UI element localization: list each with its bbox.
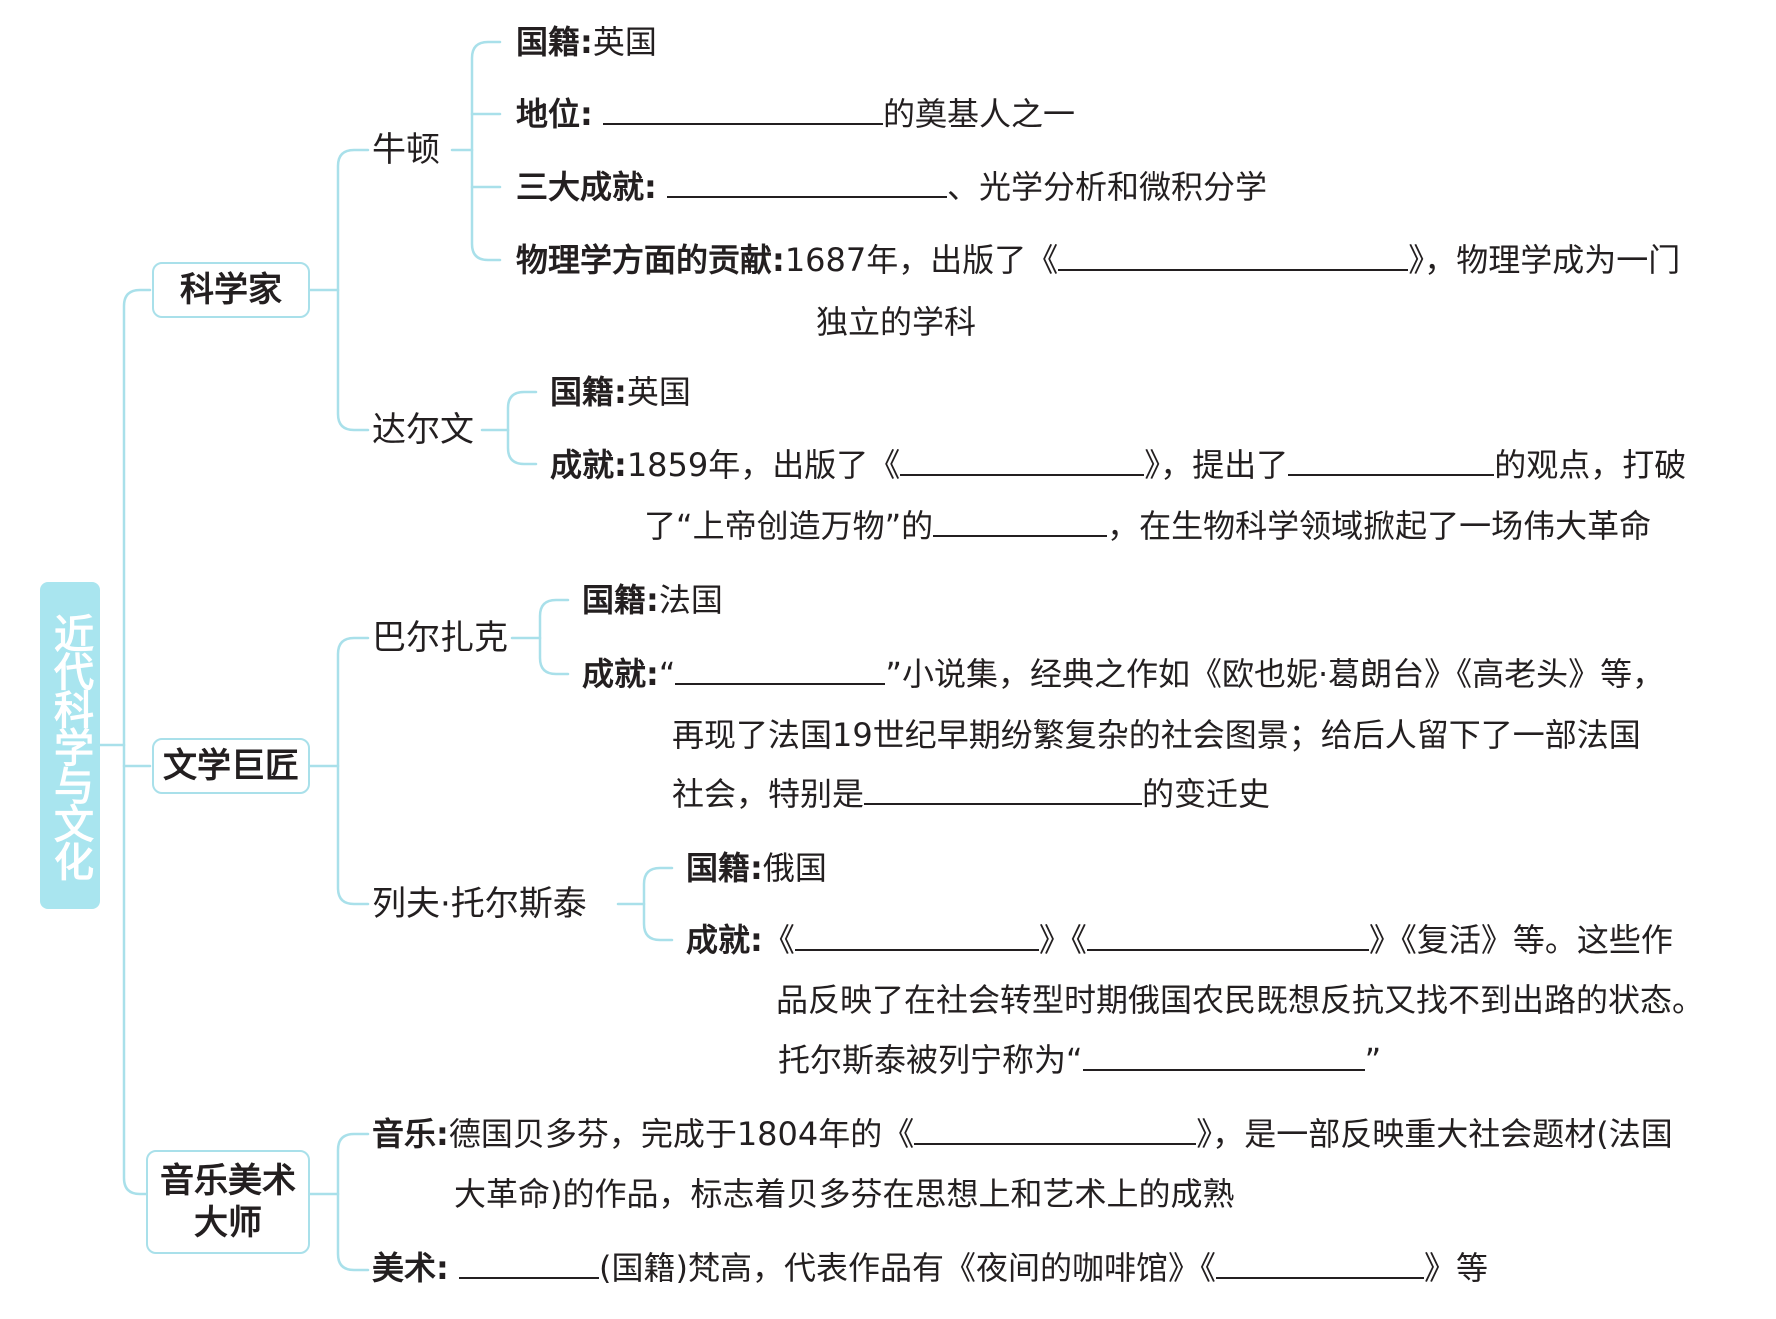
darwin-blank-theory[interactable] — [1288, 444, 1495, 476]
branch-literature-label: 文学巨匠 — [163, 746, 299, 786]
arts-fine-art-text-a: (国籍)梵高，代表作品有《夜间的咖啡馆》《 — [598, 1249, 1216, 1287]
newton-achievements: 三大成就: 、光学分析和微积分学 — [516, 166, 1267, 206]
tolstoy-blank-work1[interactable] — [794, 919, 1039, 951]
newton-physics-text-b: 》，物理学成为一门 — [1408, 241, 1681, 279]
darwin-blank-idea[interactable] — [933, 505, 1108, 537]
newton-status-suffix: 的奠基人之一 — [882, 95, 1075, 133]
newton-physics-blank[interactable] — [1058, 239, 1409, 271]
arts-fine-art: 美术: (国籍)梵高，代表作品有《夜间的咖啡馆》《》等 — [372, 1247, 1488, 1287]
node-darwin: 达尔文 — [372, 410, 474, 450]
balzac-achievements-line2: 再现了法国19世纪早期纷繁复杂的社会图景；给后人留下了一部法国 — [672, 716, 1641, 754]
darwin-achievements-label: 成就 — [550, 446, 615, 484]
darwin-nationality-label: 国籍 — [550, 373, 615, 411]
balzac-nationality-label: 国籍 — [582, 581, 647, 619]
tolstoy-blank-work2[interactable] — [1086, 919, 1369, 951]
tolstoy-nationality-label: 国籍 — [686, 849, 751, 887]
tolstoy-text-f: ” — [1364, 1041, 1382, 1079]
node-balzac: 巴尔扎克 — [372, 618, 508, 658]
darwin-achievements-line2: 了“上帝创造万物”的 ，在生物科学领域掀起了一场伟大革命 — [644, 504, 1651, 548]
darwin-text-c: 的观点，打破 — [1494, 446, 1687, 484]
darwin-nationality: 国籍:英国 — [550, 373, 691, 411]
balzac-text-d: 社会，特别是 — [672, 775, 865, 813]
darwin-blank-book[interactable] — [900, 444, 1145, 476]
tolstoy-blank-title[interactable] — [1082, 1039, 1365, 1071]
newton-physics-text-a: 1687年，出版了《 — [784, 241, 1059, 279]
balzac-text-b: ”小说集，经典之作如《欧也妮·葛朗台》《高老头》等， — [885, 655, 1665, 693]
newton-nationality-label: 国籍 — [516, 23, 581, 61]
balzac-text-a: “ — [658, 655, 676, 693]
arts-fine-art-text-b: 》等 — [1423, 1249, 1488, 1287]
darwin-text-e: ，在生物科学领域掀起了一场伟大革命 — [1107, 507, 1652, 545]
newton-achievements-label: 三大成就 — [516, 168, 645, 206]
tolstoy-text-e: 托尔斯泰被列宁称为“ — [778, 1041, 1083, 1079]
balzac-nationality-value: 法国 — [658, 581, 723, 619]
balzac-text-e: 的变迁史 — [1142, 775, 1271, 813]
branch-scientists-label: 科学家 — [180, 270, 282, 310]
node-tolstoy: 列夫·托尔斯泰 — [372, 884, 587, 924]
branch-arts-label-line2: 大师 — [194, 1203, 262, 1243]
newton-status-label: 地位 — [516, 95, 581, 133]
arts-fine-art-label: 美术 — [372, 1249, 437, 1287]
balzac-achievements-label: 成就 — [582, 655, 647, 693]
branch-arts: 音乐美术 大师 — [146, 1150, 310, 1254]
branch-arts-label-line1: 音乐美术 — [160, 1161, 296, 1201]
newton-achievements-suffix: 、光学分析和微积分学 — [946, 168, 1267, 206]
darwin-nationality-value: 英国 — [626, 373, 691, 411]
newton-nationality-value: 英国 — [592, 23, 657, 61]
balzac-blank-collection[interactable] — [675, 653, 886, 685]
darwin-text-b: 》，提出了 — [1144, 446, 1289, 484]
balzac-blank-history[interactable] — [864, 773, 1143, 805]
arts-music-text-a: 德国贝多芬，完成于1804年的《 — [448, 1115, 915, 1153]
balzac-achievements-line3: 社会，特别是 的变迁史 — [672, 772, 1270, 816]
newton-physics-line2: 独立的学科 — [816, 303, 977, 341]
newton-physics: 物理学方面的贡献:1687年，出版了《》，物理学成为一门 — [516, 239, 1681, 279]
newton-status: 地位: 的奠基人之一 — [516, 93, 1075, 133]
darwin-achievements: 成就:1859年，出版了《》，提出了的观点，打破 — [550, 444, 1687, 484]
balzac-nationality: 国籍:法国 — [582, 581, 723, 619]
arts-music-line2: 大革命)的作品，标志着贝多芬在思想上和艺术上的成熟 — [454, 1175, 1235, 1213]
arts-music-text-b: 》，是一部反映重大社会题材(法国 — [1196, 1115, 1673, 1153]
root-topic: 近代科学与文化 — [40, 582, 100, 909]
tolstoy-text-b: 》《 — [1038, 921, 1087, 959]
tolstoy-achievements-label: 成就 — [686, 921, 751, 959]
node-newton: 牛顿 — [372, 130, 440, 170]
tolstoy-achievements-line3: 托尔斯泰被列宁称为“ ” — [778, 1038, 1381, 1082]
tolstoy-achievements-line2: 品反映了在社会转型时期俄国农民既想反抗又找不到出路的状态。 — [776, 981, 1705, 1019]
newton-status-blank[interactable] — [602, 93, 883, 125]
tolstoy-nationality: 国籍:俄国 — [686, 849, 827, 887]
balzac-achievements: 成就:“”小说集，经典之作如《欧也妮·葛朗台》《高老头》等， — [582, 653, 1665, 693]
tolstoy-text-c: 》《复活》等。这些作 — [1368, 921, 1673, 959]
tolstoy-nationality-value: 俄国 — [762, 849, 827, 887]
branch-scientists: 科学家 — [152, 262, 310, 318]
arts-fine-art-blank-nationality[interactable] — [458, 1247, 599, 1279]
arts-music-blank[interactable] — [914, 1113, 1197, 1145]
newton-physics-label: 物理学方面的贡献 — [516, 241, 773, 279]
darwin-text-d: 了“上帝创造万物”的 — [644, 507, 934, 545]
newton-nationality: 国籍:英国 — [516, 23, 657, 61]
arts-music-label: 音乐 — [372, 1115, 437, 1153]
branch-literature: 文学巨匠 — [152, 738, 310, 794]
newton-achievements-blank[interactable] — [666, 166, 947, 198]
tolstoy-achievements: 成就:《》《》《复活》等。这些作 — [686, 919, 1673, 959]
arts-music: 音乐:德国贝多芬，完成于1804年的《》，是一部反映重大社会题材(法国 — [372, 1113, 1673, 1153]
tolstoy-text-a: 《 — [762, 921, 795, 959]
darwin-text-a: 1859年，出版了《 — [626, 446, 901, 484]
arts-fine-art-blank-work[interactable] — [1215, 1247, 1424, 1279]
